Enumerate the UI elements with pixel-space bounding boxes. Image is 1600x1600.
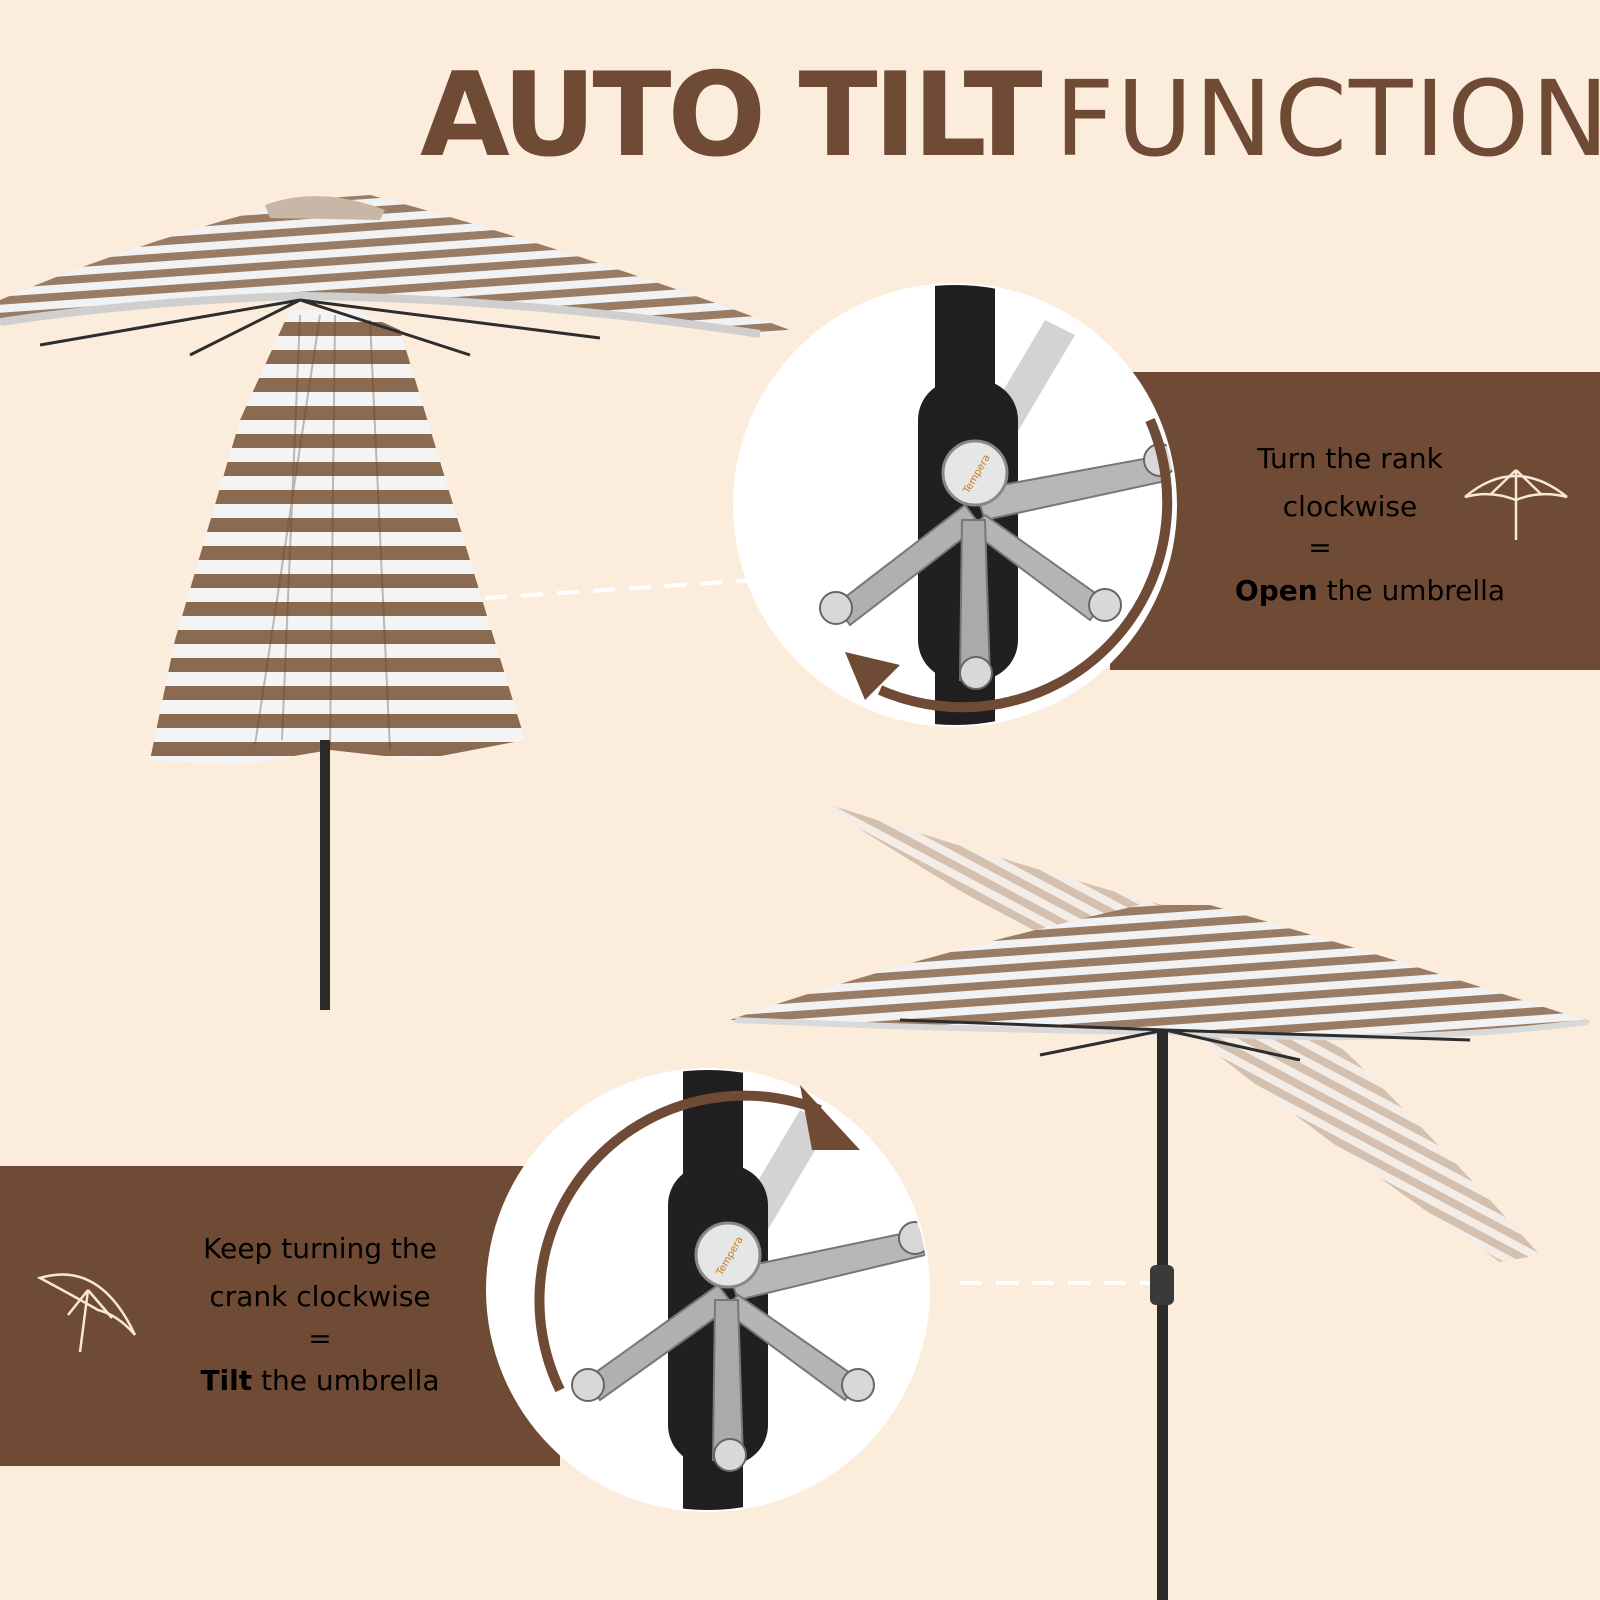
open-step-line1: Turn the rank (1257, 442, 1443, 475)
tilt-step-line2: crank clockwise (209, 1280, 431, 1313)
open-info-band (1110, 372, 1600, 670)
open-step-line2: clockwise (1282, 490, 1418, 523)
tilt-step-action-rest: the umbrella (252, 1364, 440, 1397)
umbrella-tilt-illustration (730, 800, 1590, 1600)
tilt-info-band (0, 1166, 560, 1466)
tilt-step-line1: Keep turning the (203, 1232, 437, 1265)
title-light: FUNCTION (1054, 58, 1600, 180)
umbrella-tilt-icon (36, 1273, 137, 1353)
umbrella-open-icon (1464, 469, 1568, 540)
open-step-action-bold: Open (1234, 574, 1318, 607)
tilt-step-equals: = (308, 1322, 332, 1355)
title-bold: AUTO TILT (420, 48, 1043, 183)
crank-closeup-open: Tempera (733, 283, 1177, 727)
tilt-step-action-bold: Tilt (200, 1364, 253, 1397)
tilt-step-action: Tilt the umbrella (160, 1358, 480, 1404)
crank-closeup-tilt: Tempera (486, 1068, 930, 1512)
open-step-equals: = (1308, 531, 1332, 564)
open-step-action: Open the umbrella (1150, 568, 1590, 614)
umbrella-open-illustration (0, 195, 790, 1010)
open-step-action-rest: the umbrella (1317, 574, 1506, 607)
